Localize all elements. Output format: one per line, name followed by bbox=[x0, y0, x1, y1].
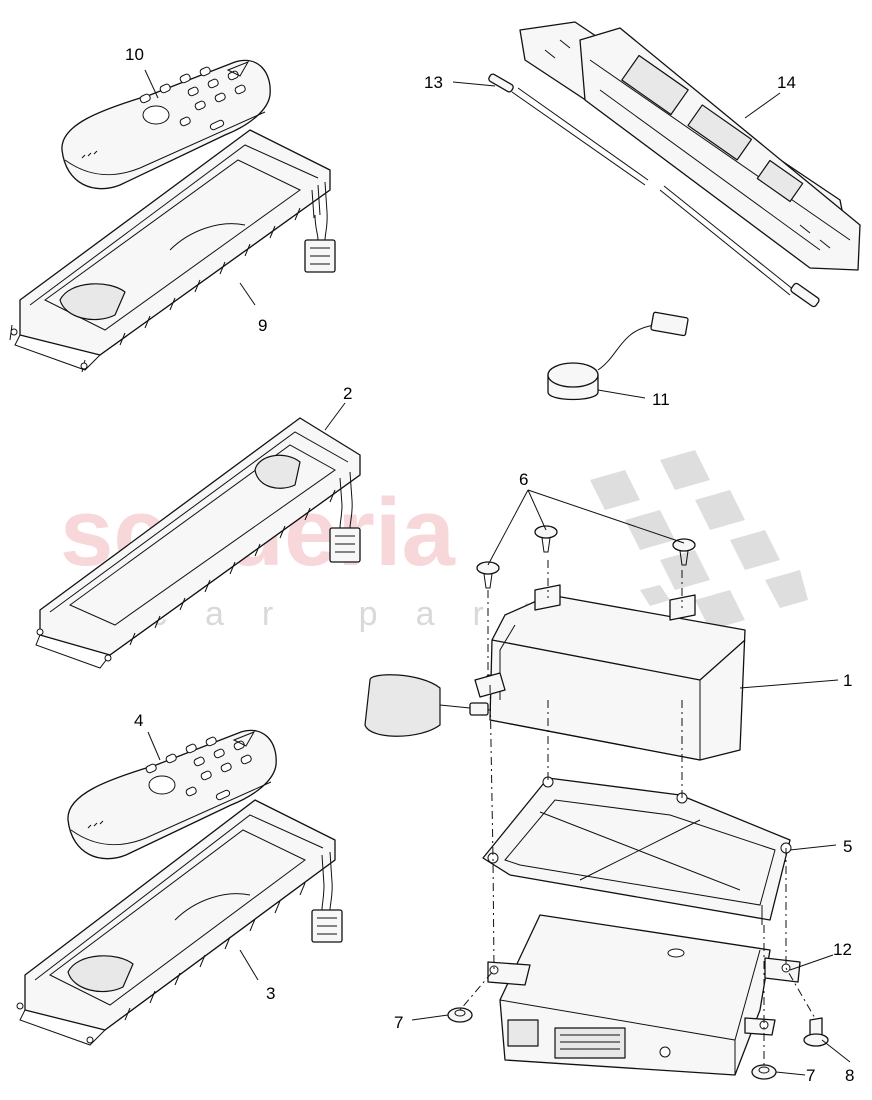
bracket-5 bbox=[482, 776, 792, 925]
screw-icon bbox=[476, 561, 500, 589]
callout-9: 9 bbox=[258, 316, 267, 335]
cradle-3 bbox=[16, 799, 343, 1046]
callout-14: 14 bbox=[777, 73, 796, 92]
cradle-2 bbox=[35, 417, 361, 669]
callout-2: 2 bbox=[343, 384, 352, 403]
antenna-cable-13 bbox=[488, 73, 820, 308]
nut-7b bbox=[751, 1064, 777, 1080]
checkered-flag-icon bbox=[590, 450, 808, 630]
callout-10: 10 bbox=[125, 45, 144, 64]
callout-13: 13 bbox=[424, 73, 443, 92]
callout-5: 5 bbox=[843, 837, 852, 856]
callout-1: 1 bbox=[843, 671, 852, 690]
remote-control-4 bbox=[67, 729, 277, 860]
callouts: 10 9 2 4 3 13 14 11 6 1 5 12 7 7 8 bbox=[125, 45, 854, 1085]
callout-8: 8 bbox=[845, 1066, 854, 1085]
cradle-9 bbox=[9, 129, 336, 373]
assembly-lines bbox=[459, 560, 817, 1065]
screw-icon bbox=[672, 538, 696, 566]
callout-7b: 7 bbox=[806, 1066, 815, 1085]
screw-icon bbox=[534, 525, 558, 553]
leader-lines bbox=[144, 69, 851, 1076]
callout-4: 4 bbox=[134, 711, 143, 730]
callout-11: 11 bbox=[652, 390, 670, 409]
antenna-module-14 bbox=[519, 21, 861, 271]
remote-control-10 bbox=[61, 59, 271, 190]
microphone-11 bbox=[547, 311, 689, 401]
callout-12: 12 bbox=[833, 940, 852, 959]
callout-3: 3 bbox=[266, 984, 275, 1003]
callout-7a: 7 bbox=[394, 1013, 403, 1032]
bolt-8 bbox=[803, 1017, 829, 1047]
callout-6: 6 bbox=[519, 470, 528, 489]
control-unit-12 bbox=[487, 914, 801, 1076]
screws-6 bbox=[476, 525, 696, 589]
nut-7a bbox=[447, 1007, 473, 1023]
